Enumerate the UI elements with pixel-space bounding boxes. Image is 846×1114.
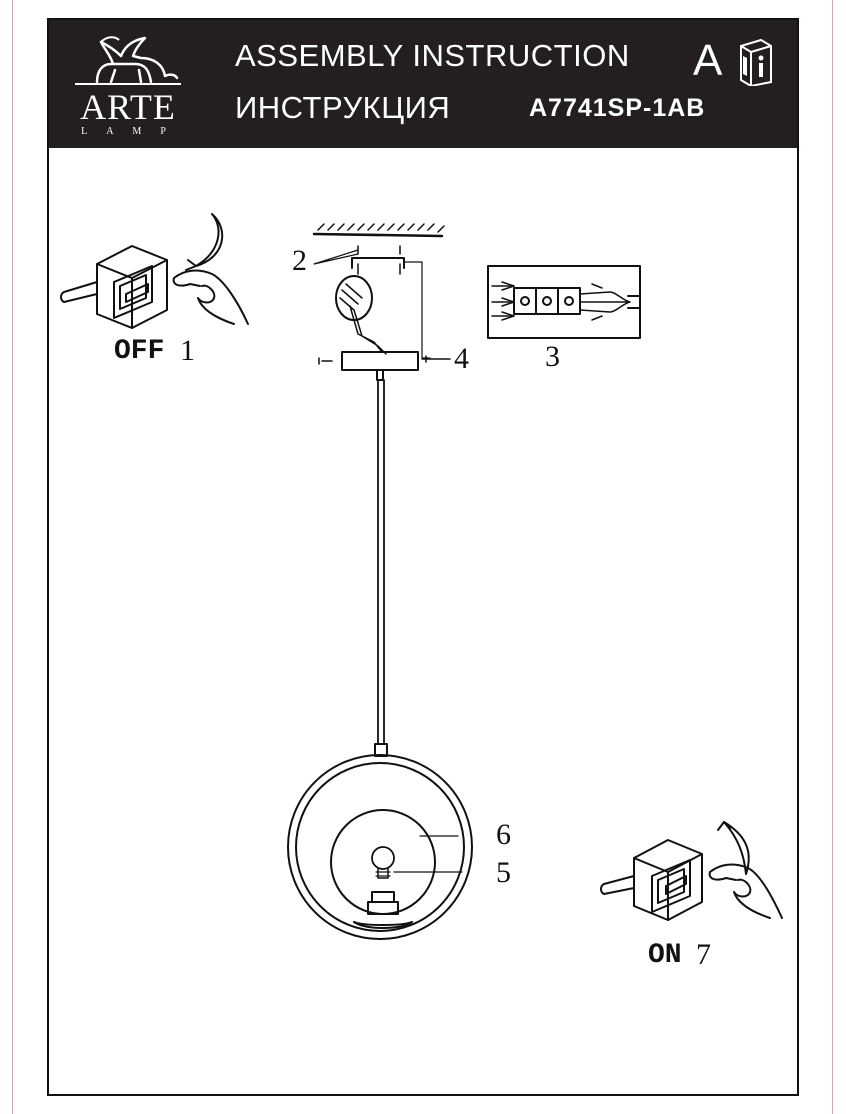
instruction-sheet: ARTE LAMP ASSEMBLY INSTRUCTION ИНСТРУКЦИ… — [47, 18, 799, 1096]
step-3-number: 3 — [545, 340, 560, 373]
brand-name: ARTE — [80, 87, 176, 127]
header-bar: ARTE LAMP ASSEMBLY INSTRUCTION ИНСТРУКЦИ… — [49, 20, 797, 148]
brand-subtitle: LAMP — [81, 126, 185, 137]
step-1-off-word: OFF — [114, 336, 165, 367]
assembly-diagram — [60, 213, 783, 940]
type-letter: A — [693, 36, 723, 85]
title-russian: ИНСТРУКЦИЯ — [235, 90, 451, 125]
ceiling-mount — [312, 223, 451, 381]
step-7-on-word: ON — [648, 940, 682, 971]
pendant-rod — [377, 379, 385, 745]
step-1-number: 1 — [180, 334, 195, 367]
step-5-number: 5 — [496, 856, 511, 889]
switch-on-icon — [600, 821, 783, 921]
step-7-number: 7 — [696, 938, 711, 971]
model-number: A7741SP-1AB — [529, 94, 706, 122]
terminal-block-icon — [487, 265, 641, 339]
right-page-edge — [832, 0, 833, 1114]
info-book-icon — [740, 38, 772, 86]
switch-off-icon — [60, 213, 249, 329]
griffin-logo-icon — [75, 36, 181, 85]
ring-pendant — [287, 754, 473, 940]
title-english: ASSEMBLY INSTRUCTION — [235, 38, 630, 73]
left-page-edge — [12, 0, 13, 1114]
step-4-number: 4 — [454, 342, 469, 375]
step-6-number: 6 — [496, 818, 511, 851]
step-2-number: 2 — [292, 244, 307, 277]
